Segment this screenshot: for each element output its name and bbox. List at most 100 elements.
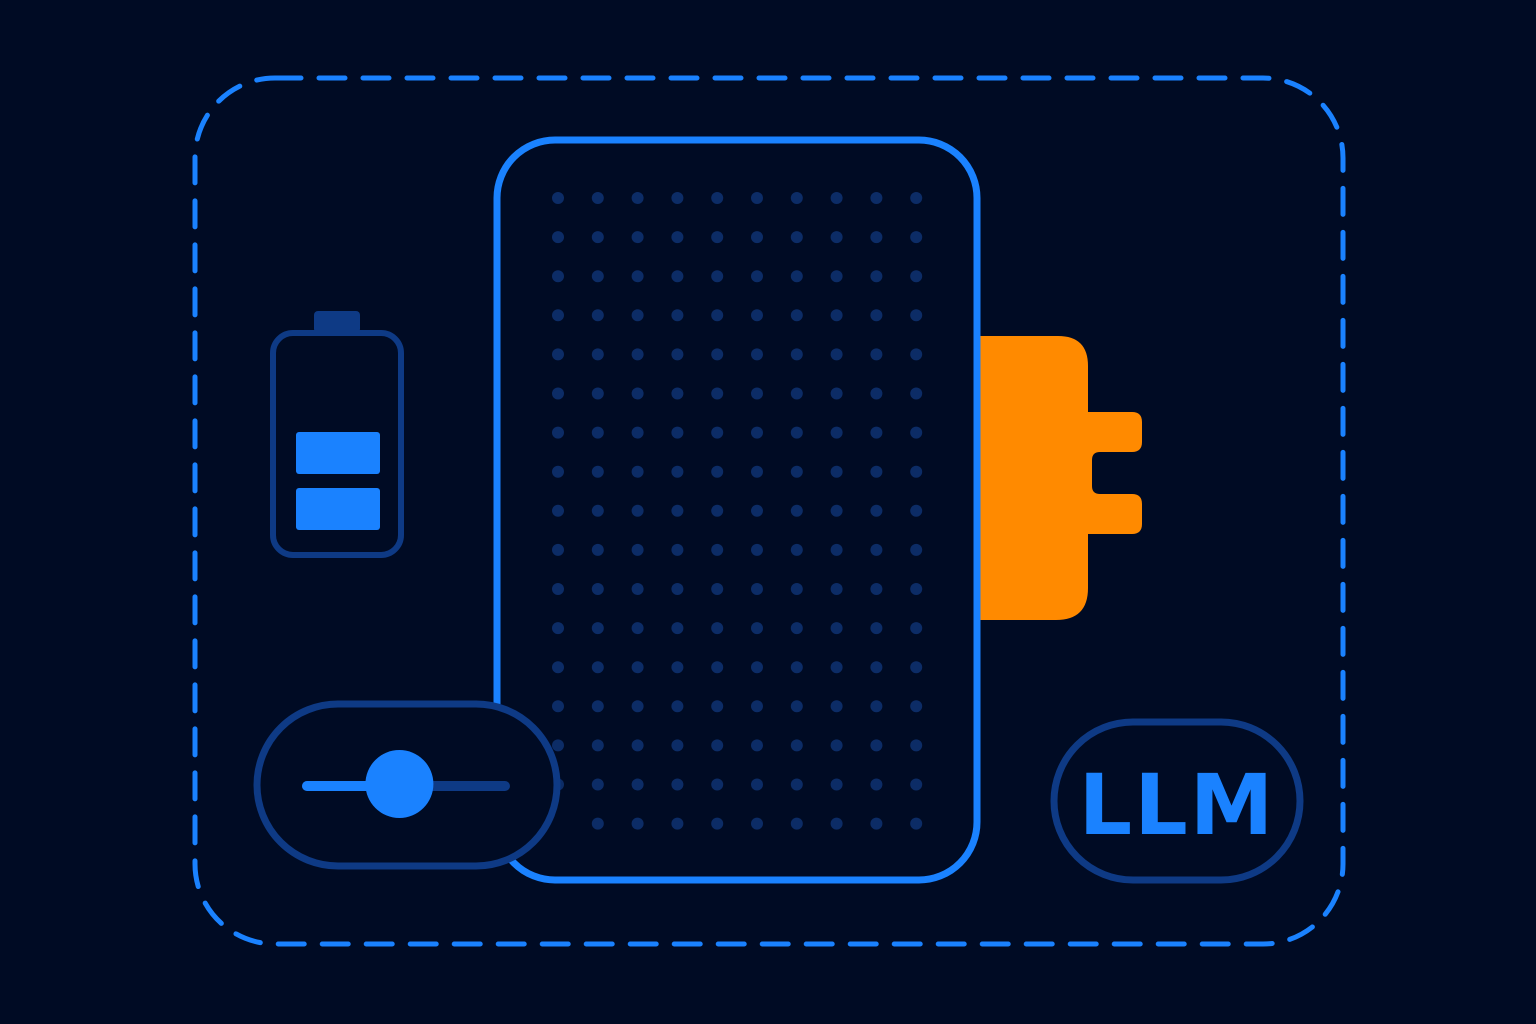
speaker-dot (671, 700, 684, 713)
speaker-dot (790, 426, 803, 439)
speaker-dot (631, 309, 644, 322)
slider-icon[interactable] (253, 700, 561, 870)
speaker-dot (751, 543, 763, 556)
speaker-dot (671, 622, 684, 635)
speaker-dot (751, 817, 763, 830)
speaker-dot (591, 661, 604, 674)
speaker-dot (591, 583, 604, 595)
speaker-dot (591, 270, 604, 283)
plug-icon (960, 336, 1142, 620)
speaker-dot (591, 426, 604, 439)
speaker-dot (552, 426, 564, 439)
speaker-dot (830, 622, 843, 635)
speaker-dot (631, 817, 644, 830)
speaker-dot (751, 739, 763, 752)
speaker-dot (751, 387, 763, 400)
speaker-dot (870, 192, 883, 204)
speaker-dot (552, 661, 564, 674)
speaker-dot (671, 583, 684, 595)
speaker-dot (631, 622, 644, 635)
speaker-dot (671, 192, 684, 204)
speaker-dot (711, 739, 724, 752)
slider-knob[interactable] (365, 750, 434, 818)
speaker-dot (671, 817, 684, 830)
battery-bar (296, 432, 380, 474)
speaker-dot (870, 778, 883, 791)
speaker-dot (591, 504, 604, 517)
speaker-dot (910, 387, 923, 400)
speaker-dot (711, 192, 724, 204)
speaker-dot (830, 778, 843, 791)
speaker-dot (751, 231, 763, 244)
speaker-dot (711, 543, 724, 556)
speaker-dot (591, 465, 604, 478)
speaker-dot (631, 778, 644, 791)
speaker-dot (671, 739, 684, 752)
speaker-dot (751, 661, 763, 674)
speaker-dot (631, 348, 644, 361)
speaker-dot (870, 700, 883, 713)
speaker-dot (870, 309, 883, 322)
speaker-dot (790, 465, 803, 478)
speaker-dot (631, 661, 644, 674)
speaker-dot (870, 465, 883, 478)
speaker-dot (910, 700, 923, 713)
speaker-dot (790, 622, 803, 635)
speaker-dot (910, 661, 923, 674)
speaker-dot (830, 504, 843, 517)
speaker-dot (751, 348, 763, 361)
speaker-dot (910, 583, 923, 595)
speaker-dot (711, 622, 724, 635)
speaker-dot (711, 700, 724, 713)
speaker-dot (790, 309, 803, 322)
speaker-dot (552, 739, 564, 752)
speaker-dot (591, 309, 604, 322)
speaker-dot (751, 270, 763, 283)
speaker-dot (711, 778, 724, 791)
speaker-dot (591, 192, 604, 204)
speaker-dot (870, 739, 883, 752)
speaker-dot (830, 583, 843, 595)
speaker-dot (790, 231, 803, 244)
speaker-dot (631, 270, 644, 283)
device-panel (493, 136, 981, 884)
speaker-dot (671, 543, 684, 556)
battery-icon (270, 311, 404, 558)
speaker-dot (552, 543, 564, 556)
speaker-dot (790, 348, 803, 361)
speaker-dot (552, 270, 564, 283)
speaker-dot (591, 700, 604, 713)
speaker-dot (870, 504, 883, 517)
speaker-dot (910, 739, 923, 752)
speaker-dot (830, 270, 843, 283)
speaker-dot (552, 387, 564, 400)
speaker-dot (671, 504, 684, 517)
speaker-dot (910, 231, 923, 244)
speaker-dot (591, 622, 604, 635)
speaker-dot-grid (552, 192, 923, 830)
speaker-dot (910, 426, 923, 439)
speaker-dot (830, 465, 843, 478)
speaker-dot (591, 817, 604, 830)
speaker-dot (631, 426, 644, 439)
speaker-dot (751, 465, 763, 478)
speaker-dot (830, 348, 843, 361)
speaker-dot (870, 231, 883, 244)
speaker-dot (631, 192, 644, 204)
speaker-dot (631, 231, 644, 244)
speaker-dot (711, 465, 724, 478)
speaker-dot (910, 465, 923, 478)
speaker-dot (790, 583, 803, 595)
speaker-dot (552, 504, 564, 517)
speaker-dot (711, 661, 724, 674)
speaker-dot (870, 543, 883, 556)
speaker-dot (870, 817, 883, 830)
speaker-dot (790, 543, 803, 556)
speaker-dot (830, 426, 843, 439)
speaker-dot (870, 387, 883, 400)
speaker-dot (910, 543, 923, 556)
speaker-dot (631, 583, 644, 595)
speaker-dot (910, 778, 923, 791)
speaker-dot (830, 661, 843, 674)
